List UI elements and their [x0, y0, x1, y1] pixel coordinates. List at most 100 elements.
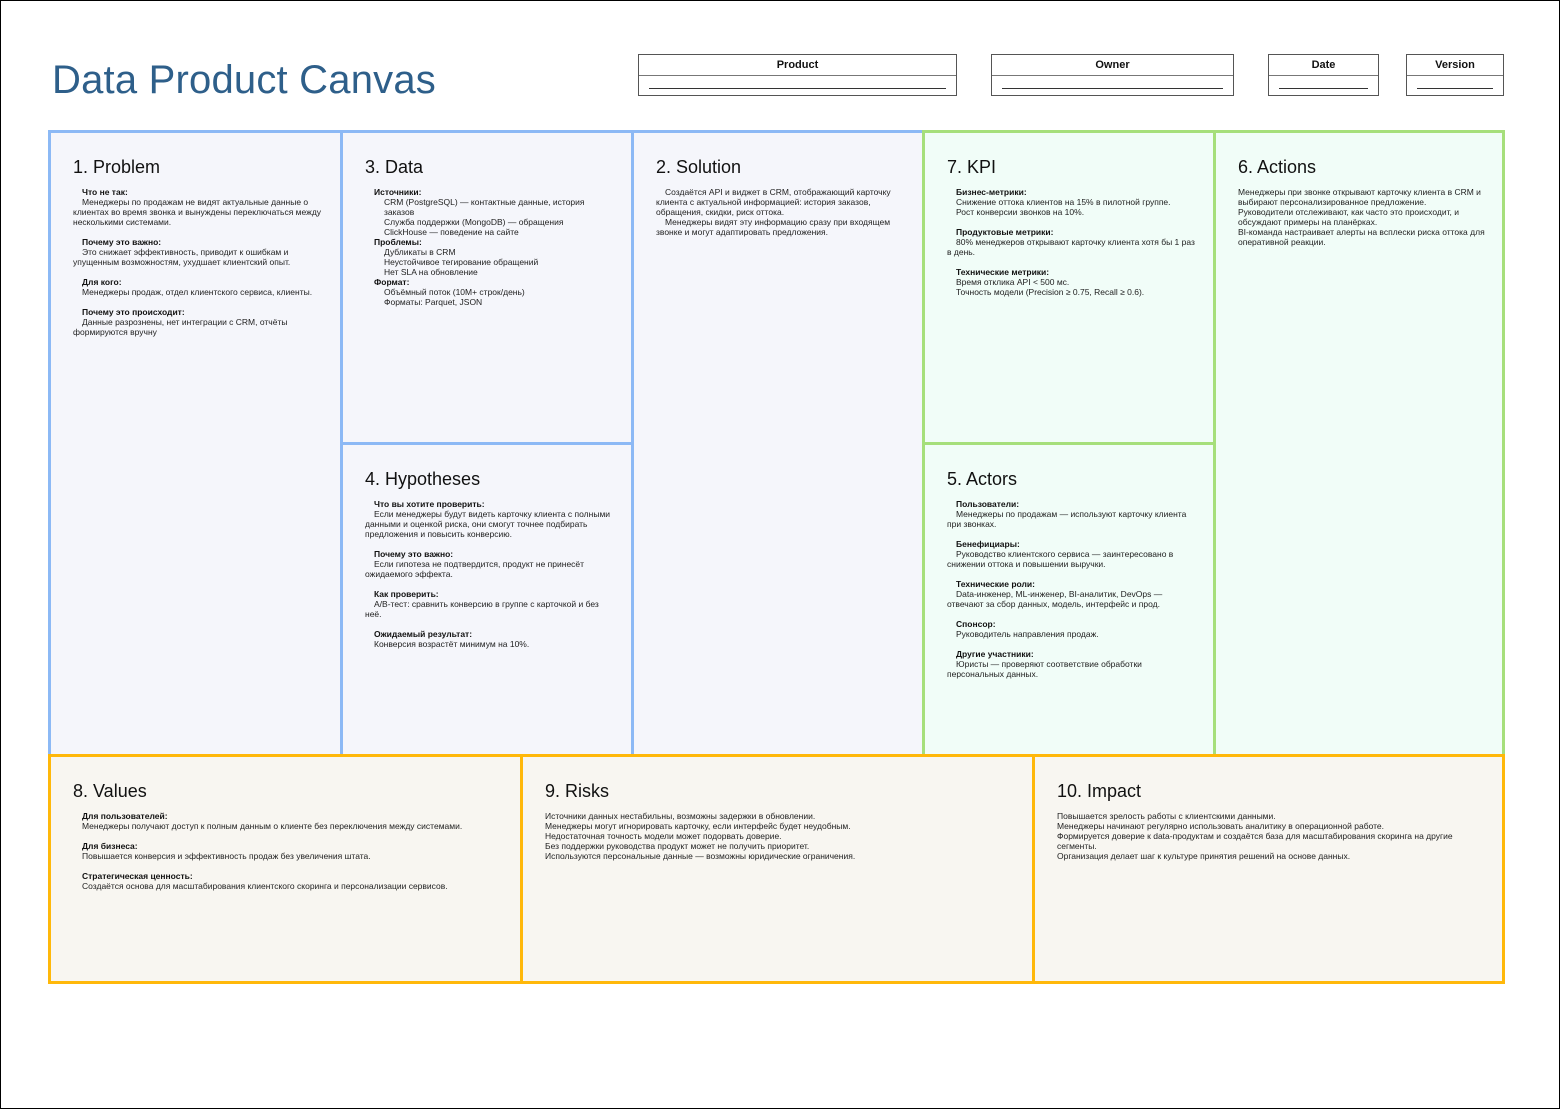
section-text: Менеджеры видят эту информацию сразу при… [656, 217, 891, 237]
section-heading: Как проверить: [374, 589, 439, 599]
product-input-line[interactable] [649, 88, 946, 89]
section-heading: Почему это происходит: [82, 307, 185, 317]
section-heading: Технические роли: [956, 579, 1035, 589]
actors-section: Технические роли:Data-инженер, ML-инжене… [947, 579, 1199, 609]
hypotheses-section: Почему это важно:Если гипотеза не подтве… [365, 549, 617, 579]
section-text: Используются персональные данные — возмо… [545, 851, 856, 861]
section-heading: Другие участники: [956, 649, 1034, 659]
section-text: Нет SLA на обновление [384, 267, 478, 277]
section-text: Служба поддержки (MongoDB) — обращения [384, 217, 564, 227]
section-text: Менеджеры по продажам — используют карто… [947, 509, 1187, 529]
section-text: Менеджеры по продажам не видят актуальны… [73, 197, 322, 227]
owner-input-line[interactable] [1002, 88, 1223, 89]
section-heading: Для бизнеса: [82, 841, 138, 851]
section-text: Создаётся API и виджет в CRM, отображающ… [656, 187, 891, 217]
section-text: Менеджеры начинают регулярно использоват… [1057, 821, 1385, 831]
section-text: Руководители отслеживают, как часто это … [1238, 207, 1459, 227]
impact-title: 10. Impact [1057, 781, 1142, 801]
section-heading: Пользователи: [956, 499, 1020, 509]
actors-title: 5. Actors [947, 469, 1018, 489]
section-text: Юристы — проверяют соответствие обработк… [947, 659, 1142, 679]
actions-section: Менеджеры при звонке открывают карточку … [1238, 187, 1488, 247]
section-text: Снижение оттока клиентов на 15% в пилотн… [956, 197, 1171, 207]
section-text: Источники данных нестабильны, возможны з… [545, 811, 816, 821]
solution-section: Создаётся API и виджет в CRM, отображающ… [656, 187, 908, 237]
section-text: A/B-тест: сравнить конверсию в группе с … [365, 599, 599, 619]
section-text: Создаётся основа для масштабирования кли… [82, 881, 448, 891]
section-text: Организация делает шаг к культуре принят… [1057, 851, 1351, 861]
hypotheses-section: Что вы хотите проверить:Если менеджеры б… [365, 499, 617, 539]
risks-title: 9. Risks [545, 781, 610, 801]
section-heading: Технические метрики: [956, 267, 1050, 277]
problem-section: Для кого:Менеджеры продаж, отдел клиентс… [73, 277, 326, 297]
values-section: Стратегическая ценность:Создаётся основа… [73, 871, 506, 891]
kpi-section: Продуктовые метрики:80% менеджеров откры… [947, 227, 1199, 257]
section-text: Если гипотеза не подтвердится, продукт н… [365, 559, 585, 579]
section-heading: Источники: [374, 187, 422, 197]
date-label: Date [1269, 55, 1378, 76]
version-field[interactable]: Version [1406, 54, 1504, 96]
actors-section: Спонсор:Руководитель направления продаж. [947, 619, 1199, 639]
values-section: Для бизнеса:Повышается конверсия и эффек… [73, 841, 506, 861]
section-text: CRM (PostgreSQL) — контактные данные, ис… [384, 197, 585, 217]
data-section: Источники:CRM (PostgreSQL) — контактные … [365, 187, 617, 237]
page-title: Data Product Canvas [52, 58, 436, 102]
section-heading: Формат: [374, 277, 410, 287]
section-text: Без поддержки руководства продукт может … [545, 841, 810, 851]
section-heading: Почему это важно: [374, 549, 454, 559]
section-text: Данные разрознены, нет интеграции с CRM,… [73, 317, 288, 337]
version-label: Version [1407, 55, 1503, 76]
kpi-section: Технические метрики:Время отклика API < … [947, 267, 1199, 297]
section-heading: Бизнес-метрики: [956, 187, 1027, 197]
section-text: Объёмный поток (10M+ строк/день) [384, 287, 525, 297]
section-heading: Спонсор: [956, 619, 996, 629]
data-title: 3. Data [365, 157, 424, 177]
section-heading: Продуктовые метрики: [956, 227, 1054, 237]
section-text: BI-команда настраивает алерты на всплеск… [1238, 227, 1485, 247]
section-text: Руководство клиентского сервиса — заинте… [947, 549, 1174, 569]
section-text: 80% менеджеров открывают карточку клиент… [947, 237, 1195, 257]
hypotheses-section: Ожидаемый результат:Конверсия возрастёт … [365, 629, 617, 649]
actors-section: Пользователи:Менеджеры по продажам — исп… [947, 499, 1199, 529]
section-text: Если менеджеры будут видеть карточку кли… [365, 509, 611, 539]
section-text: Повышается зрелость работы с клиентскими… [1057, 811, 1276, 821]
section-text: Руководитель направления продаж. [956, 629, 1099, 639]
section-text: Дубликаты в CRM [384, 247, 456, 257]
section-text: Повышается конверсия и эффективность про… [82, 851, 371, 861]
section-heading: Бенефициары: [956, 539, 1020, 549]
owner-field[interactable]: Owner [991, 54, 1234, 96]
owner-label: Owner [992, 55, 1233, 76]
impact-section: Повышается зрелость работы с клиентскими… [1057, 811, 1488, 861]
section-text: Менеджеры продаж, отдел клиентского серв… [82, 287, 313, 297]
section-text: Менеджеры получают доступ к полным данны… [82, 821, 463, 831]
section-heading: Что вы хотите проверить: [374, 499, 485, 509]
section-text: Недостаточная точность модели может подо… [545, 831, 782, 841]
section-text: Менеджеры при звонке открывают карточку … [1238, 187, 1481, 207]
section-heading: Проблемы: [374, 237, 422, 247]
product-field[interactable]: Product [638, 54, 957, 96]
section-text: Время отклика API < 500 мс. [956, 277, 1070, 287]
section-heading: Ожидаемый результат: [374, 629, 473, 639]
section-heading: Почему это важно: [82, 237, 162, 247]
problem-title: 1. Problem [73, 157, 161, 177]
date-field[interactable]: Date [1268, 54, 1379, 96]
section-text: Форматы: Parquet, JSON [384, 297, 483, 307]
section-text: Менеджеры могут игнорировать карточку, е… [545, 821, 851, 831]
section-text: Точность модели (Precision ≥ 0.75, Recal… [956, 287, 1145, 297]
hypotheses-section: Как проверить:A/B-тест: сравнить конверс… [365, 589, 617, 619]
section-text: Формируется доверие к data-продуктам и с… [1057, 831, 1453, 851]
section-text: Data-инженер, ML-инженер, BI-аналитик, D… [947, 589, 1163, 609]
section-heading: Для пользователей: [82, 811, 168, 821]
date-input-line[interactable] [1279, 88, 1368, 89]
section-text: Рост конверсии звонков на 10%. [956, 207, 1085, 217]
section-heading: Стратегическая ценность: [82, 871, 193, 881]
version-input-line[interactable] [1417, 88, 1493, 89]
values-section: Для пользователей:Менеджеры получают дос… [73, 811, 506, 831]
